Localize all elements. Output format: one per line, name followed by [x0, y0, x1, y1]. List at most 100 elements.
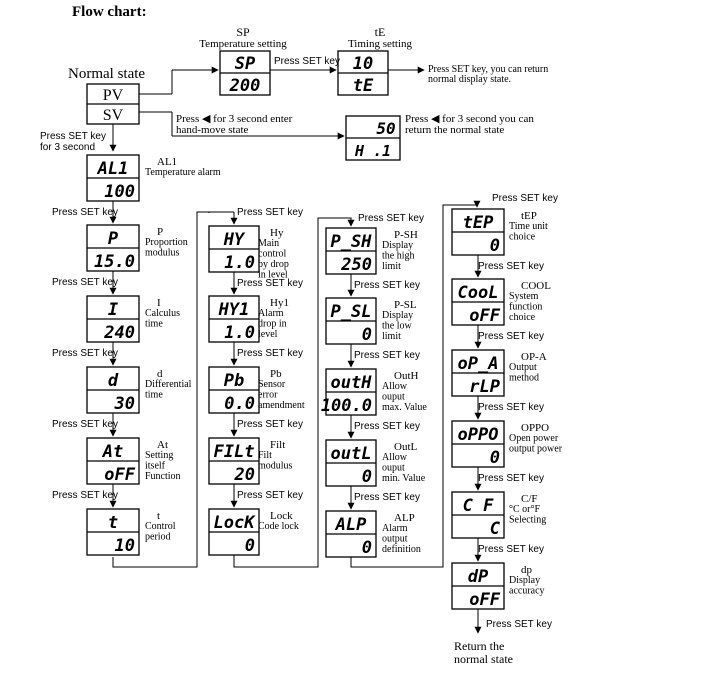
step-label-l3: choice [509, 232, 536, 243]
lcd-top-value: t [108, 513, 118, 533]
step-label-l3: accuracy [509, 586, 545, 597]
step-label-l1: C/F [521, 493, 538, 505]
step-label-l2: Output [509, 362, 537, 373]
return-note-line2: normal display state. [428, 74, 511, 85]
lcd-bottom-value: 0 [490, 236, 500, 256]
step-label-l3: modulus [258, 461, 293, 472]
lcd-bottom-value: 0 [362, 467, 372, 487]
step-label-l3: output power [509, 444, 563, 455]
lcd-top-value: P_SL [331, 302, 372, 322]
lcd-top-value: LocK [214, 513, 257, 533]
lcd-bottom-value: oFF [104, 465, 135, 485]
press-set-key-label: Press SET key [486, 619, 552, 630]
lcd-bottom-value: 1.0 [224, 323, 255, 343]
press-set-key-label: Press SET key [52, 277, 118, 288]
lcd-top-value: HY [223, 230, 246, 250]
step-label-l4: min. Value [382, 473, 426, 484]
step-label-l1: At [157, 439, 168, 451]
lcd-top-value: P [108, 229, 119, 249]
lcd-bottom-value: 15.0 [94, 252, 135, 272]
lcd-top-value: I [108, 300, 119, 320]
lcd-bottom-value: 100.0 [321, 396, 372, 416]
step-label-l4: limit [382, 331, 401, 342]
sp-top-value: SP [235, 54, 256, 74]
end-label-line2: normal state [454, 652, 513, 666]
step-label-l1: OutL [394, 441, 418, 453]
step-label-l1: tEP [521, 210, 537, 222]
step-label-l2: Differential [145, 379, 192, 390]
te-bottom-value: tE [353, 76, 374, 96]
step-label-l3: ouput [382, 463, 405, 474]
lcd-top-value: Pb [224, 371, 244, 391]
return-hand-line2: return the normal state [405, 124, 504, 136]
lcd-top-value: P_SH [331, 232, 373, 252]
step-label-l1: ALP [394, 512, 415, 524]
press-set-key-label: Press SET key [478, 402, 544, 413]
step-label-l3: itself [145, 461, 166, 472]
lcd-bottom-value: 0 [362, 538, 372, 558]
press-set-key-label: Press SET key [52, 207, 118, 218]
hand-move-line2: hand-move state [176, 124, 249, 136]
step-label-l1: P [157, 226, 163, 238]
step-label-l2: Temperature alarm [145, 167, 221, 178]
step-label-l1: Filt [270, 439, 285, 451]
lcd-bottom-value: 0 [362, 325, 372, 345]
press-set-key-label: Press SET key [478, 544, 544, 555]
step-label-l3: output [382, 534, 408, 545]
step-label-l2: °C or°F [509, 504, 540, 515]
step-label-l2: Calculus [145, 308, 180, 319]
step-label-l2: Filt [258, 450, 272, 461]
step-label-l3: time [145, 319, 163, 330]
lcd-top-value: At [102, 442, 123, 462]
step-label-l1: d [157, 368, 163, 380]
te-code-label: tE [375, 25, 386, 39]
step-label-l3: method [509, 373, 539, 384]
press-set-key-label: Press SET key [237, 348, 303, 359]
press-set-key-label: Press SET key [237, 490, 303, 501]
step-label-l2: Sensor [258, 379, 286, 390]
step-label-l1: t [157, 510, 160, 522]
pv-label: PV [103, 87, 124, 104]
press-set-key-sp-te: Press SET key [274, 56, 340, 67]
end-label-line1: Return the [454, 639, 504, 653]
step-label-l3: drop in [258, 319, 287, 330]
lcd-bottom-value: 10 [115, 536, 135, 556]
lcd-bottom-value: oFF [469, 306, 500, 326]
lcd-top-value: oP_A [458, 354, 499, 374]
step-label-l4: definition [382, 544, 421, 555]
te-top-value: 10 [353, 54, 373, 74]
step-label-l3: Selecting [509, 515, 546, 526]
lcd-top-value: CooL [458, 283, 499, 303]
press-set-key-label: Press SET key [354, 350, 420, 361]
hand-top-value: 50 [376, 119, 395, 138]
lcd-bottom-value: 1.0 [224, 253, 255, 273]
press-set-3s-line1: Press SET key [40, 131, 106, 142]
sv-label: SV [103, 107, 124, 124]
step-label-l3: period [145, 532, 171, 543]
press-set-key-label: Press SET key [358, 213, 424, 224]
lcd-bottom-value: rLP [469, 377, 500, 397]
step-label-l3: the high [382, 251, 415, 262]
step-label-l3: control [258, 249, 287, 260]
return-note-line1: Press SET key, you can return [428, 64, 548, 75]
sp-name-label: Temperature setting [199, 38, 287, 50]
step-label-l2: Time unit [509, 221, 548, 232]
press-set-key-label: Press SET key [354, 280, 420, 291]
step-label-l4: max. Value [382, 402, 427, 413]
step-label-l2: Alarm [258, 308, 284, 319]
